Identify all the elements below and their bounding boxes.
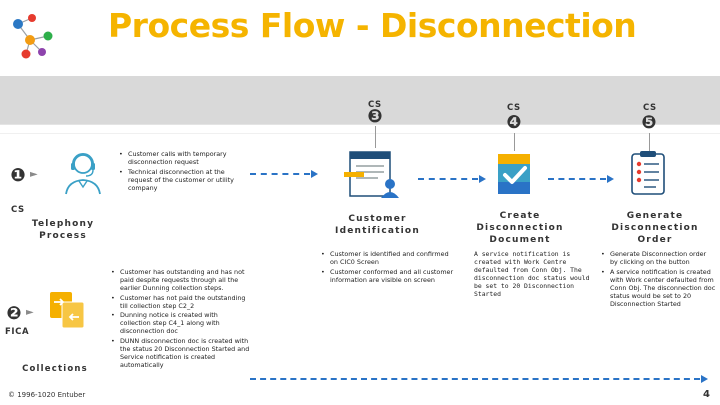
step3-label-line1: Customer xyxy=(348,214,407,224)
flow-arrowhead-1 xyxy=(311,170,318,178)
call-center-agent-icon xyxy=(65,153,101,195)
step5-note-2: A service notification is created with W… xyxy=(601,268,716,308)
step4-role: CS xyxy=(507,103,521,113)
telephony-label-line2: Process xyxy=(39,231,87,241)
step4-notes: A service notification is created with W… xyxy=(474,250,590,298)
collections-note-4: DUNN disconnection doc is created with t… xyxy=(111,337,250,369)
collections-role: FICA xyxy=(5,327,30,337)
flow-arrowhead-collections xyxy=(701,375,708,383)
step3-role: CS xyxy=(368,100,382,110)
step-number-5: ❺ xyxy=(641,112,657,133)
step5-connector xyxy=(649,133,650,151)
step3-note-2: Customer conformed and all customer info… xyxy=(321,268,458,284)
step3-label-line2: Identification xyxy=(335,226,420,236)
document-checkmark-icon xyxy=(498,154,530,194)
step4-label-line2: Disconnection xyxy=(476,223,564,233)
step5-label-line3: Order xyxy=(637,235,673,245)
telephony-note-1: Customer calls with temporary disconnect… xyxy=(119,150,248,166)
telephony-label-line1: Telephony xyxy=(31,219,95,229)
customer-identification-icon xyxy=(344,151,399,198)
step5-role: CS xyxy=(643,103,657,113)
flow-arrowhead-3 xyxy=(607,175,614,183)
telephony-notes: Customer calls with temporary disconnect… xyxy=(118,150,248,193)
telephony-note-2: Technical disconnection at the request o… xyxy=(119,168,248,192)
pointer-arrow-icon-2: ► xyxy=(26,307,34,318)
step4-connector xyxy=(514,133,515,151)
page-title: Process Flow - Disconnection xyxy=(108,6,637,45)
divider-line-faint xyxy=(0,133,720,134)
step4-label: Create Disconnection Document xyxy=(465,210,575,246)
step3-notes: Customer is identified and confirmed on … xyxy=(320,250,458,285)
telephony-role: CS xyxy=(11,205,25,215)
divider-line xyxy=(0,124,720,125)
flow-arrow-3 xyxy=(548,178,606,180)
collections-note-3: Dunning notice is created with collectio… xyxy=(111,311,250,335)
step4-label-line3: Document xyxy=(489,235,551,245)
step-number-1: ❶ xyxy=(10,165,26,186)
page-number: 4 xyxy=(703,389,710,400)
step5-note-1: Generate Disconnection order by clicking… xyxy=(601,250,716,266)
collections-note-1: Customer has outstanding and has not pai… xyxy=(111,268,250,292)
collections-notes: Customer has outstanding and has not pai… xyxy=(110,268,250,370)
flow-arrow-2 xyxy=(418,178,478,180)
collections-note-2: Customer has not paid the outstanding ti… xyxy=(111,294,250,310)
copyright-footer: © 1996-1020 Entuber xyxy=(8,391,86,399)
step3-connector xyxy=(375,126,376,148)
step5-label: Generate Disconnection Order xyxy=(600,210,710,246)
flow-arrowhead-2 xyxy=(479,175,486,183)
step3-label: Customer Identification xyxy=(330,213,425,237)
header-band xyxy=(0,76,720,124)
telephony-process-label: Telephony Process xyxy=(28,218,98,242)
step-number-3: ❸ xyxy=(367,106,383,127)
step5-label-line1: Generate xyxy=(626,211,684,221)
collections-label: Collections xyxy=(22,364,88,374)
step5-label-line2: Disconnection xyxy=(611,223,699,233)
step5-notes: Generate Disconnection order by clicking… xyxy=(600,250,716,309)
step-number-4: ❹ xyxy=(506,112,522,133)
company-logo xyxy=(13,14,53,59)
checklist-order-icon xyxy=(631,151,665,195)
collections-transfer-icon xyxy=(50,292,85,329)
step4-label-line1: Create xyxy=(499,211,541,221)
flow-arrow-1 xyxy=(250,173,310,175)
step-number-2: ❷ xyxy=(6,303,22,324)
flow-arrow-collections xyxy=(250,378,700,380)
step3-note-1: Customer is identified and confirmed on … xyxy=(321,250,458,266)
pointer-arrow-icon: ► xyxy=(30,169,38,180)
